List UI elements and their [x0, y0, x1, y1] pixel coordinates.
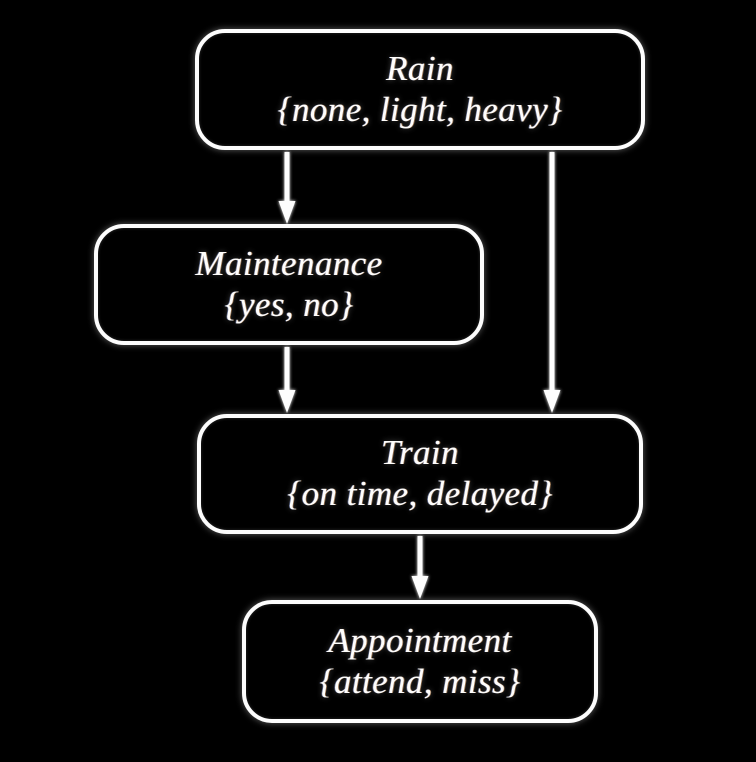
node-train-states: {on time, delayed}: [287, 474, 553, 514]
node-train[interactable]: Train {on time, delayed}: [197, 414, 643, 534]
node-appointment[interactable]: Appointment {attend, miss}: [242, 600, 598, 723]
node-rain[interactable]: Rain {none, light, heavy}: [195, 29, 645, 150]
node-appointment-states: {attend, miss}: [319, 661, 521, 701]
edge-train-to-appointment: [411, 536, 429, 599]
edge-maintenance-to-train: [278, 347, 296, 413]
edge-rain-to-train: [543, 152, 561, 413]
node-maintenance-label: Maintenance: [195, 243, 383, 283]
node-rain-states: {none, light, heavy}: [277, 89, 563, 129]
node-train-label: Train: [381, 433, 459, 473]
node-appointment-label: Appointment: [328, 620, 512, 660]
node-maintenance[interactable]: Maintenance {yes, no}: [94, 224, 484, 345]
edge-rain-to-maintenance: [278, 152, 296, 224]
node-maintenance-states: {yes, no}: [224, 284, 354, 324]
node-rain-label: Rain: [386, 48, 454, 88]
